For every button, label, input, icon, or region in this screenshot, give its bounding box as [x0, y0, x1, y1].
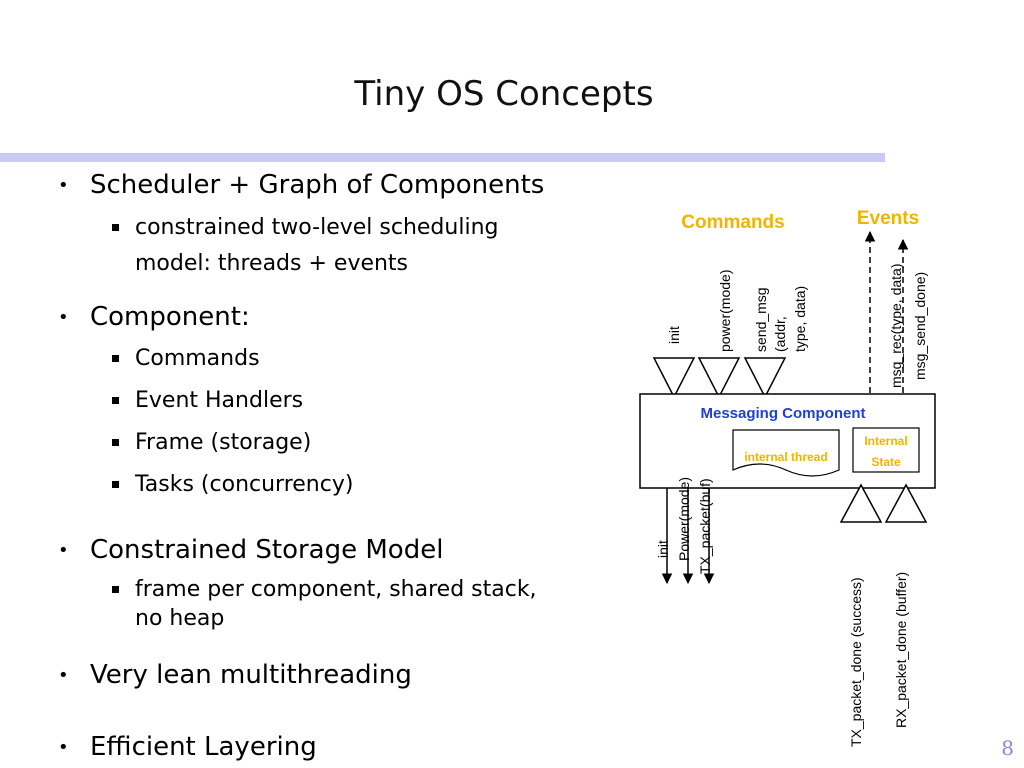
component-name: Messaging Component: [700, 405, 865, 422]
bullet-text: Scheduler + Graph of Components: [90, 170, 545, 200]
output-label-init: init: [655, 540, 671, 558]
output-label-tx-packet: TX_packet(buf): [697, 478, 713, 574]
commands-heading: Commands: [681, 212, 784, 233]
square-bullet-icon: [112, 439, 119, 446]
square-bullet-icon: [112, 397, 119, 404]
sub-bullet-text: Tasks (concurrency): [135, 472, 354, 497]
bullet-text: Component:: [90, 302, 250, 332]
square-bullet-icon: [112, 224, 119, 231]
sub-bullet-text: frame per component, shared stack,: [135, 577, 537, 602]
internal-thread-label: internal thread: [744, 450, 827, 464]
output-label-power: Power(mode): [676, 477, 692, 561]
sub-bullet-text: Event Handlers: [135, 388, 304, 413]
sub-bullet-text: constrained two-level scheduling: [135, 215, 499, 240]
bullet-dot-icon: •: [58, 737, 69, 758]
bullet-dot-icon: •: [58, 175, 69, 196]
event-label-msg-send-done: msg_send_done): [912, 272, 928, 380]
command-label-send-msg-line3: type, data): [792, 286, 808, 352]
bullet-text: Efficient Layering: [90, 732, 317, 762]
command-input-triangle: [652, 357, 696, 399]
event-input-triangle: [839, 483, 883, 523]
command-label-send-msg: send_msg: [753, 287, 769, 352]
event-input-triangle: [884, 483, 928, 523]
bullet-text: Constrained Storage Model: [90, 535, 444, 565]
event-label-msg-rec: msg_rec(type, data): [888, 264, 904, 389]
title-underline-bar: [0, 153, 885, 162]
square-bullet-icon: [112, 355, 119, 362]
slide-title: Tiny OS Concepts: [354, 74, 654, 114]
internal-state-label-line1: Internal: [864, 434, 907, 448]
internal-state-box: [852, 427, 920, 473]
sub-bullet-text: no heap: [135, 606, 225, 631]
command-label-power: power(mode): [717, 270, 733, 352]
internal-thread-shape: [732, 429, 840, 477]
bullet-text: Very lean multithreading: [90, 660, 412, 690]
event-label-tx-packet-done: TX_packet_done (success): [848, 577, 864, 747]
square-bullet-icon: [112, 586, 119, 593]
events-heading: Events: [857, 208, 919, 229]
command-label-init: init: [666, 326, 682, 344]
sub-bullet-text: Commands: [135, 346, 260, 371]
slide-number: 8: [1001, 736, 1014, 760]
square-bullet-icon: [112, 481, 119, 488]
internal-state-label-line2: State: [871, 455, 901, 469]
command-input-triangle: [697, 357, 741, 399]
command-label-send-msg-line2: (addr,: [772, 316, 788, 352]
bullet-dot-icon: •: [58, 665, 69, 686]
command-input-triangle: [743, 357, 787, 399]
event-label-rx-packet-done: RX_packet_done (buffer): [893, 572, 909, 728]
sub-bullet-text: model: threads + events: [135, 251, 409, 276]
bullet-dot-icon: •: [58, 540, 69, 561]
sub-bullet-text: Frame (storage): [135, 430, 312, 455]
bullet-dot-icon: •: [58, 307, 69, 328]
